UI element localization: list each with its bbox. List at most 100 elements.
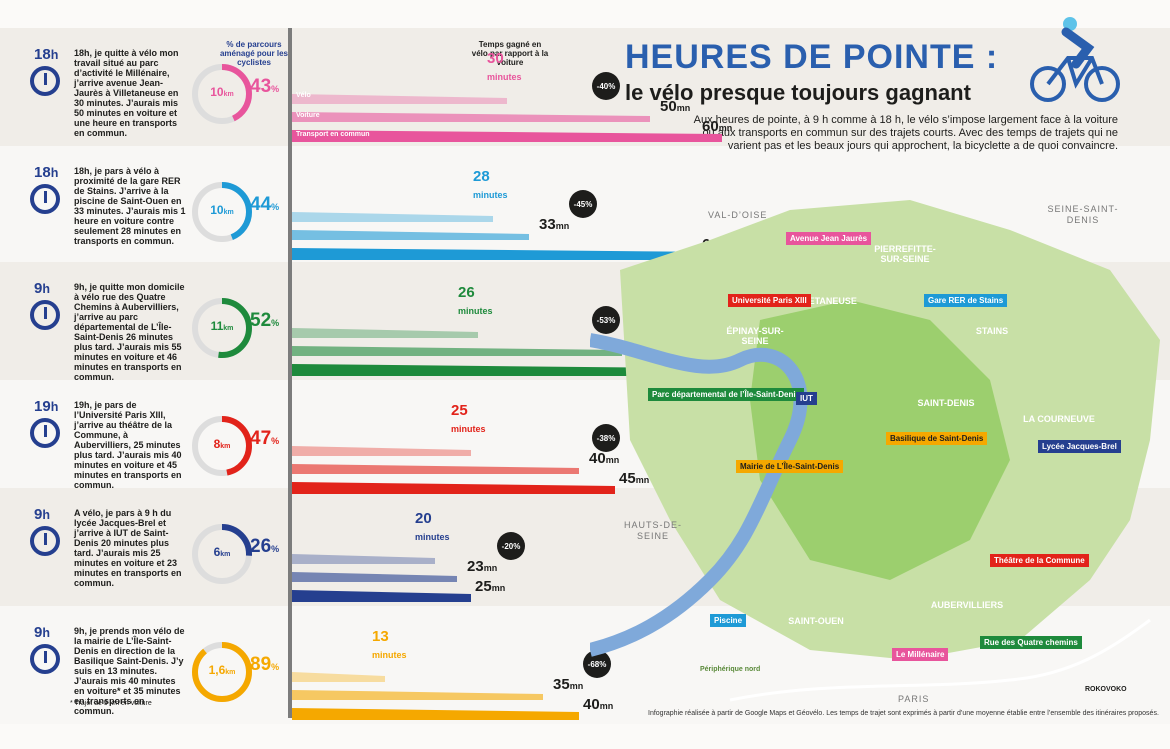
route-story: 18h, je quitte à vélo mon travail situé … — [74, 48, 179, 138]
second-time: 33mn — [539, 216, 570, 233]
speed-streaks — [292, 672, 579, 720]
third-time: 40mn — [583, 696, 614, 713]
hour-label: 9h — [34, 280, 50, 297]
place-aubervilliers: AUBERVILLIERS — [930, 600, 1004, 610]
distance-label: 10km — [210, 85, 234, 99]
second-time: 40mn — [589, 450, 620, 467]
page-subtitle: le vélo presque toujours gagnant — [625, 80, 971, 105]
mode-label-bike: Vélo — [296, 92, 311, 99]
place-stains: STAINS — [975, 326, 1009, 336]
map: VAL-D’OISE SEINE-SAINT-DENIS HAUTS-DE-SE… — [588, 180, 1170, 740]
distance-label: 11km — [210, 319, 234, 333]
third-streak — [292, 708, 579, 720]
bike-streak — [292, 554, 435, 564]
percent-ring — [192, 524, 252, 584]
distance-label: 8km — [213, 437, 231, 451]
bike-streak — [292, 446, 471, 456]
hour-label: 18h — [34, 164, 59, 181]
area-hauts-de-seine: HAUTS-DE-SEINE — [624, 520, 682, 541]
third-streak — [292, 482, 615, 494]
percent-label: 52% — [250, 310, 280, 331]
percent-label: 43% — [250, 76, 280, 97]
speed-streaks — [292, 446, 615, 494]
column-divider — [288, 28, 292, 718]
bike-streak — [292, 672, 385, 682]
page-title: HEURES DE POINTE : — [625, 38, 999, 76]
percent-ring — [192, 416, 252, 476]
third-time: 45mn — [619, 470, 650, 487]
clock-icon — [30, 300, 60, 330]
bike-streak — [292, 94, 507, 104]
tag-rue-quatre-chemins: Rue des Quatre chemins — [980, 636, 1082, 649]
hour-label: 18h — [34, 46, 59, 63]
percent-ring — [192, 64, 252, 124]
third-streak — [292, 590, 471, 602]
percent-label: 44% — [250, 194, 280, 215]
intro-text: Aux heures de pointe, à 9 h comme à 18 h… — [693, 114, 1118, 152]
second-time: 35mn — [553, 676, 584, 693]
tag-le-millenaire: Le Millénaire — [892, 648, 949, 661]
clock-icon — [30, 644, 60, 674]
tag-lycee-jacques-brel: Lycée Jacques-Brel — [1038, 440, 1121, 453]
third-time: 25mn — [475, 578, 506, 595]
mode-label-car: Voiture — [296, 112, 320, 119]
distance-label: 1,6km — [208, 663, 236, 677]
clock-icon — [30, 418, 60, 448]
hour-label: 9h — [34, 624, 50, 641]
tag-iut: IUT — [796, 392, 817, 405]
route-row: 18h 18h, je pars à vélo à proximité de l… — [0, 146, 290, 264]
second-streak — [292, 690, 543, 700]
percent-ring — [192, 298, 252, 358]
area-seine-saint-denis: SEINE-SAINT-DENIS — [1047, 204, 1119, 225]
area-paris: PARIS — [898, 694, 930, 704]
third-streak — [292, 364, 686, 376]
tag-universite-paris-xiii: Université Paris XIII — [728, 294, 811, 307]
distance-label: 10km — [210, 203, 234, 217]
third-streak — [292, 248, 722, 260]
route-row: 18h 18h, je quitte à vélo mon travail si… — [0, 28, 290, 146]
percent-ring — [192, 642, 252, 702]
speed-streaks — [292, 212, 722, 260]
clock-icon — [30, 66, 60, 96]
clock-icon — [30, 184, 60, 214]
route-story: A vélo, je pars à 9 h du lycée Jacques-B… — [74, 508, 182, 588]
clock-icon — [30, 526, 60, 556]
place-la-courneuve: LA COURNEUVE — [1023, 414, 1095, 424]
place-villetaneuse: VILLETANEUSE — [789, 296, 857, 306]
gain-badge: -45% — [569, 190, 597, 218]
route-story: 9h, je prends mon vélo de la mairie de L… — [74, 626, 185, 716]
tag-theatre-commune: Théâtre de la Commune — [990, 554, 1089, 567]
speed-streaks — [292, 94, 722, 142]
gain-column-heading: Temps gagné en vélo par rapport à la voi… — [471, 40, 549, 67]
mode-label-transit: Transport en commun — [296, 131, 370, 138]
cyclist-illustration-icon — [1030, 17, 1120, 102]
map-svg — [588, 200, 1160, 702]
gain-badge: -40% — [592, 72, 620, 100]
second-streak — [292, 572, 457, 582]
footnote: * Trajet de 9 km en voiture — [70, 700, 152, 707]
bike-streak — [292, 212, 493, 222]
second-streak — [292, 464, 579, 474]
second-streak — [292, 230, 529, 240]
tag-gare-rer-stains: Gare RER de Stains — [924, 294, 1008, 307]
gain-badge: -53% — [592, 306, 620, 334]
place-saint-denis: SAINT-DENIS — [917, 398, 975, 408]
place-pierrefitte: PIERREFITTE-SUR-SEINE — [874, 244, 936, 264]
route-row: 19h 19h, je pars de l’Université Paris X… — [0, 380, 290, 498]
route-story: 9h, je quitte mon domicile à vélo rue de… — [74, 282, 185, 382]
hour-label: 19h — [34, 398, 59, 415]
third-streak — [292, 130, 722, 142]
area-val-d-oise: VAL-D’OISE — [708, 210, 768, 220]
speed-streaks — [292, 328, 686, 376]
bike-streak — [292, 328, 478, 338]
hour-label: 9h — [34, 506, 50, 523]
road-label: Périphérique nord — [700, 666, 761, 673]
route-story: 18h, je pars à vélo à proximité de la ga… — [74, 166, 186, 246]
